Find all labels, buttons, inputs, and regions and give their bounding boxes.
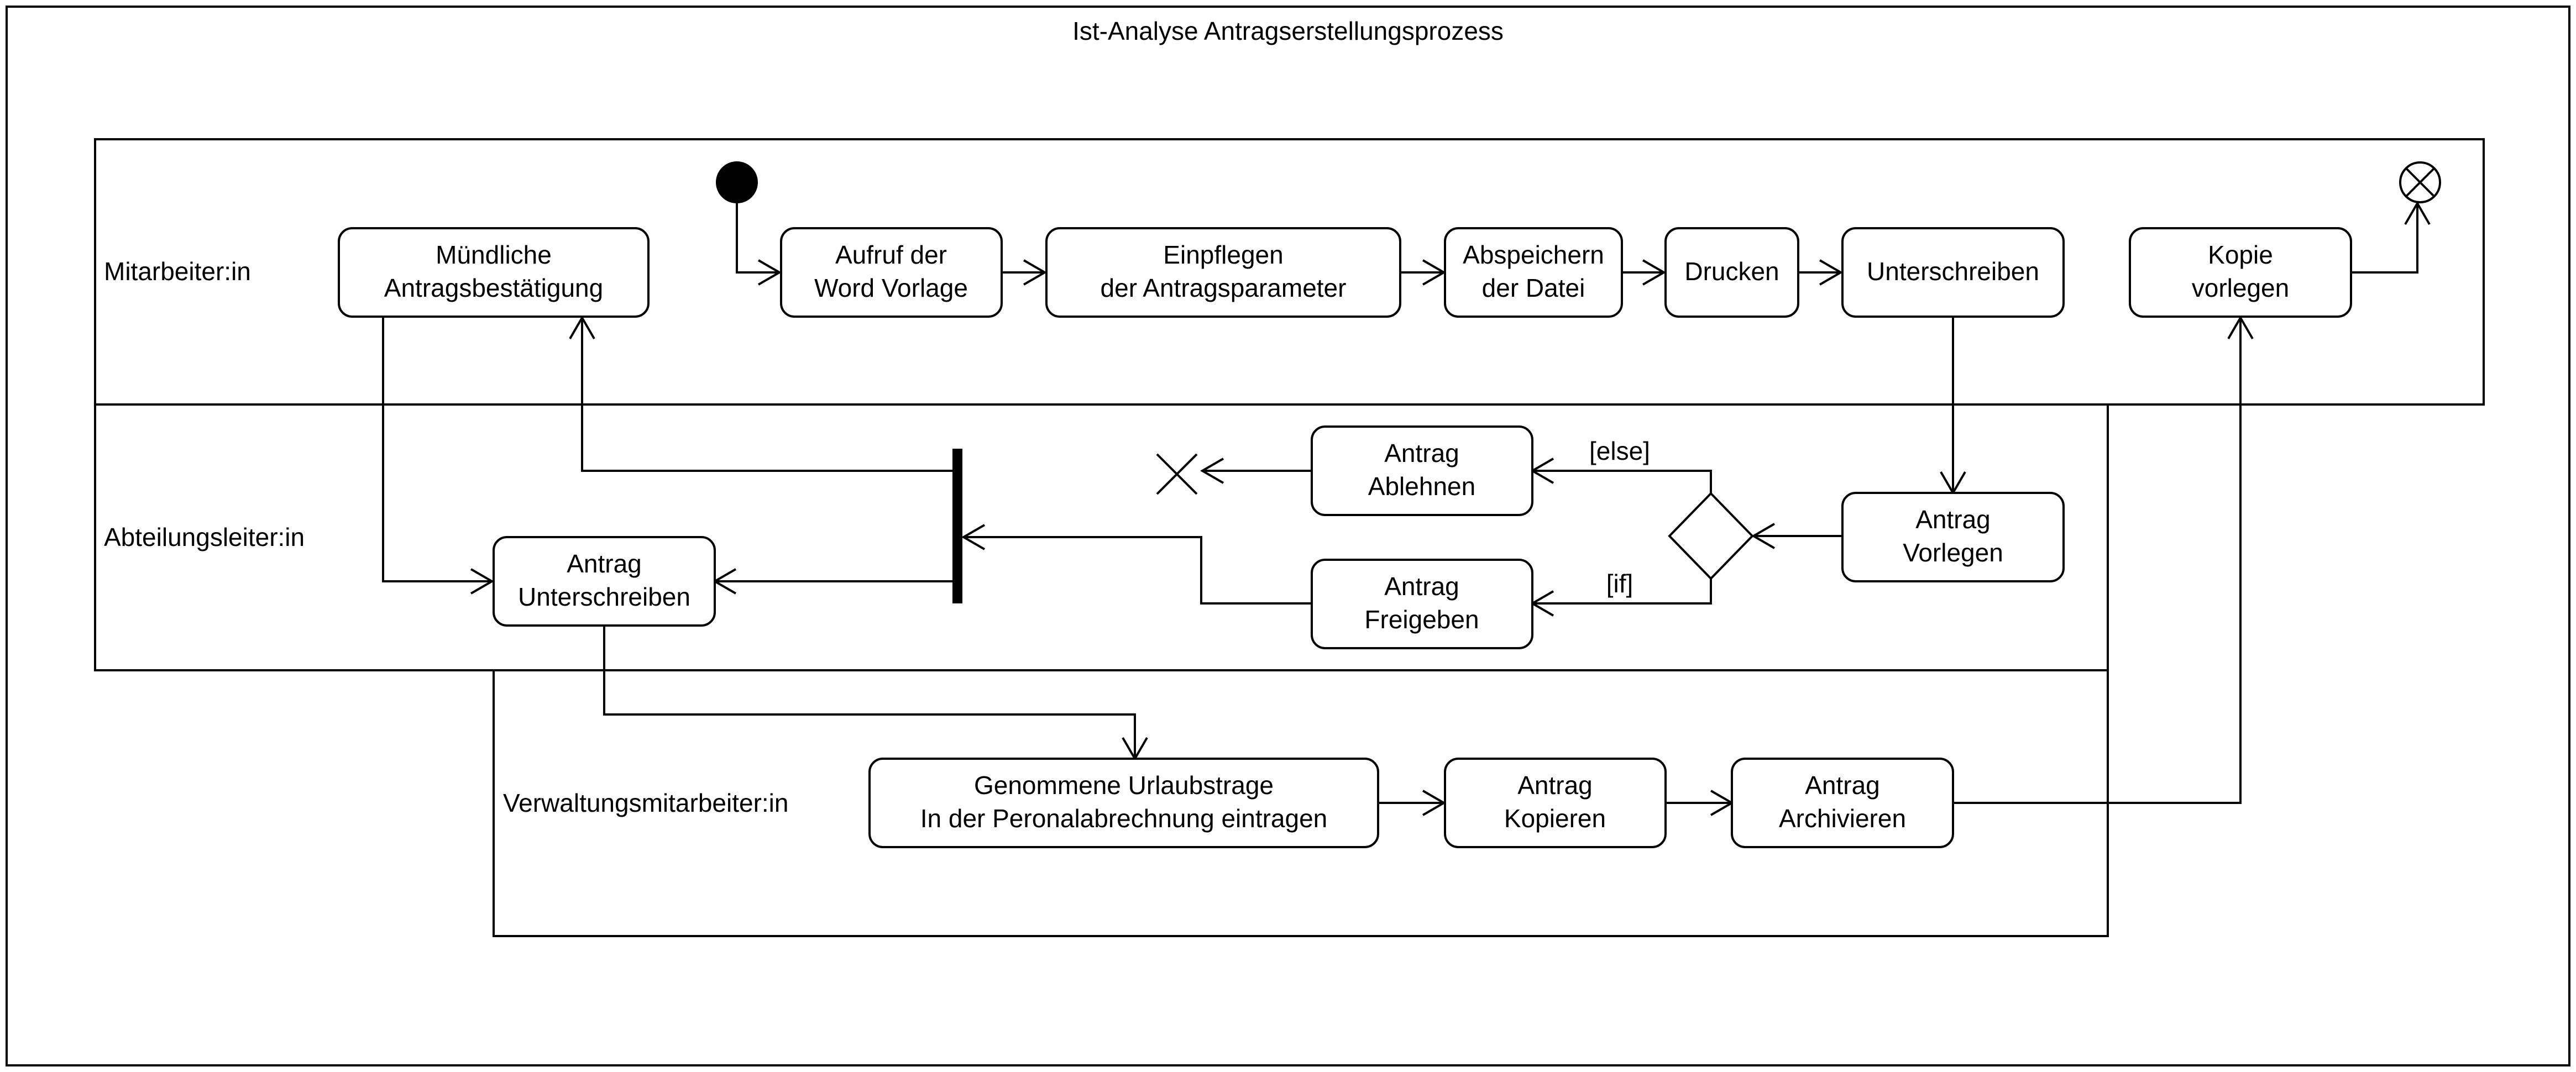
action-aufruf-line-2: Word Vorlage	[814, 274, 968, 302]
action-aufruf: Aufruf der Word Vorlage	[780, 227, 1003, 318]
edge-kopie-to-final	[2351, 203, 2418, 274]
action-archivieren-line-1: Antrag	[1805, 771, 1880, 800]
action-al-unterschreiben: Antrag Unterschreiben	[493, 536, 716, 627]
action-urlaub-line-2: In der Peronalabrechnung eintragen	[920, 804, 1328, 833]
edge-al-unterschreiben-to-urlaub	[603, 626, 1136, 759]
action-vorlegen-line-1: Antrag	[1915, 505, 1991, 534]
edges	[382, 203, 2418, 804]
action-ablehnen-line-2: Ablehnen	[1368, 472, 1475, 501]
action-kopie: Kopie vorlegen	[2129, 227, 2352, 318]
action-unterschreiben: Unterschreiben	[1841, 227, 2065, 318]
action-muendliche-line-2: Antragsbestätigung	[384, 274, 603, 302]
action-aufruf-line-1: Aufruf der	[835, 240, 947, 269]
action-urlaub: Genommene Urlaubstrage In der Peronalabr…	[868, 758, 1379, 848]
edge-fork-to-muendliche	[581, 318, 952, 472]
action-drucken-line-1: Drucken	[1684, 257, 1779, 286]
action-vorlegen: Antrag Vorlegen	[1841, 492, 2065, 582]
edge-muendliche-to-al-unterschreiben	[382, 317, 492, 582]
action-einpflegen: Einpflegen der Antragsparameter	[1045, 227, 1401, 318]
action-archivieren-line-2: Archivieren	[1779, 804, 1906, 833]
edge-decision-to-ablehnen	[1532, 470, 1712, 493]
action-freigeben-line-1: Antrag	[1384, 572, 1459, 601]
lane-label-abteilungsleiter: Abteilungsleiter:in	[104, 523, 305, 551]
action-al-unterschreiben-line-2: Unterschreiben	[518, 582, 690, 611]
edge-archivieren-to-kopie	[1953, 318, 2242, 804]
action-drucken: Drucken	[1664, 227, 1799, 318]
action-muendliche-line-1: Mündliche	[436, 240, 552, 269]
action-kopie-line-1: Kopie	[2208, 240, 2273, 269]
action-unterschreiben-line-1: Unterschreiben	[1867, 257, 2039, 286]
action-abspeichern: Abspeichern der Datei	[1444, 227, 1623, 318]
edge-freigeben-to-fork	[964, 536, 1312, 605]
action-vorlegen-line-2: Vorlegen	[1903, 538, 2003, 567]
edge-decision-to-freigeben	[1532, 579, 1712, 605]
action-al-unterschreiben-line-1: Antrag	[567, 549, 642, 578]
action-abspeichern-line-1: Abspeichern	[1463, 240, 1604, 269]
action-freigeben: Antrag Freigeben	[1311, 559, 1533, 649]
initial-node	[716, 161, 758, 203]
action-einpflegen-line-1: Einpflegen	[1163, 240, 1283, 269]
action-kopieren-line-2: Kopieren	[1504, 804, 1606, 833]
action-ablehnen-line-1: Antrag	[1384, 439, 1459, 467]
action-einpflegen-line-2: der Antragsparameter	[1101, 274, 1347, 302]
action-archivieren: Antrag Archivieren	[1731, 758, 1954, 848]
flow-final-node	[1156, 453, 1198, 495]
edge-start-to-aufruf	[736, 203, 779, 274]
action-kopieren: Antrag Kopieren	[1444, 758, 1667, 848]
lane-abteilungsleiter	[94, 404, 2109, 671]
diagram-frame	[6, 6, 2570, 1066]
action-urlaub-line-1: Genommene Urlaubstrage	[974, 771, 1274, 800]
action-kopieren-line-1: Antrag	[1517, 771, 1593, 800]
lane-label-verwaltung: Verwaltungsmitarbeiter:in	[503, 789, 788, 817]
diagram-title: Ist-Analyse Antragserstellungsprozess	[1072, 17, 1504, 45]
guard-if: [if]	[1606, 569, 1633, 598]
action-abspeichern-line-2: der Datei	[1482, 274, 1585, 302]
guard-else: [else]	[1589, 437, 1650, 465]
action-ablehnen: Antrag Ablehnen	[1311, 425, 1533, 516]
final-node	[2399, 161, 2441, 203]
lane-mitarbeiter	[94, 138, 2485, 406]
action-muendliche: Mündliche Antragsbestätigung	[338, 227, 650, 318]
fork-bar	[952, 449, 962, 603]
action-freigeben-line-2: Freigeben	[1364, 605, 1479, 634]
lane-label-mitarbeiter: Mitarbeiter:in	[104, 257, 251, 286]
action-kopie-line-2: vorlegen	[2192, 274, 2289, 302]
